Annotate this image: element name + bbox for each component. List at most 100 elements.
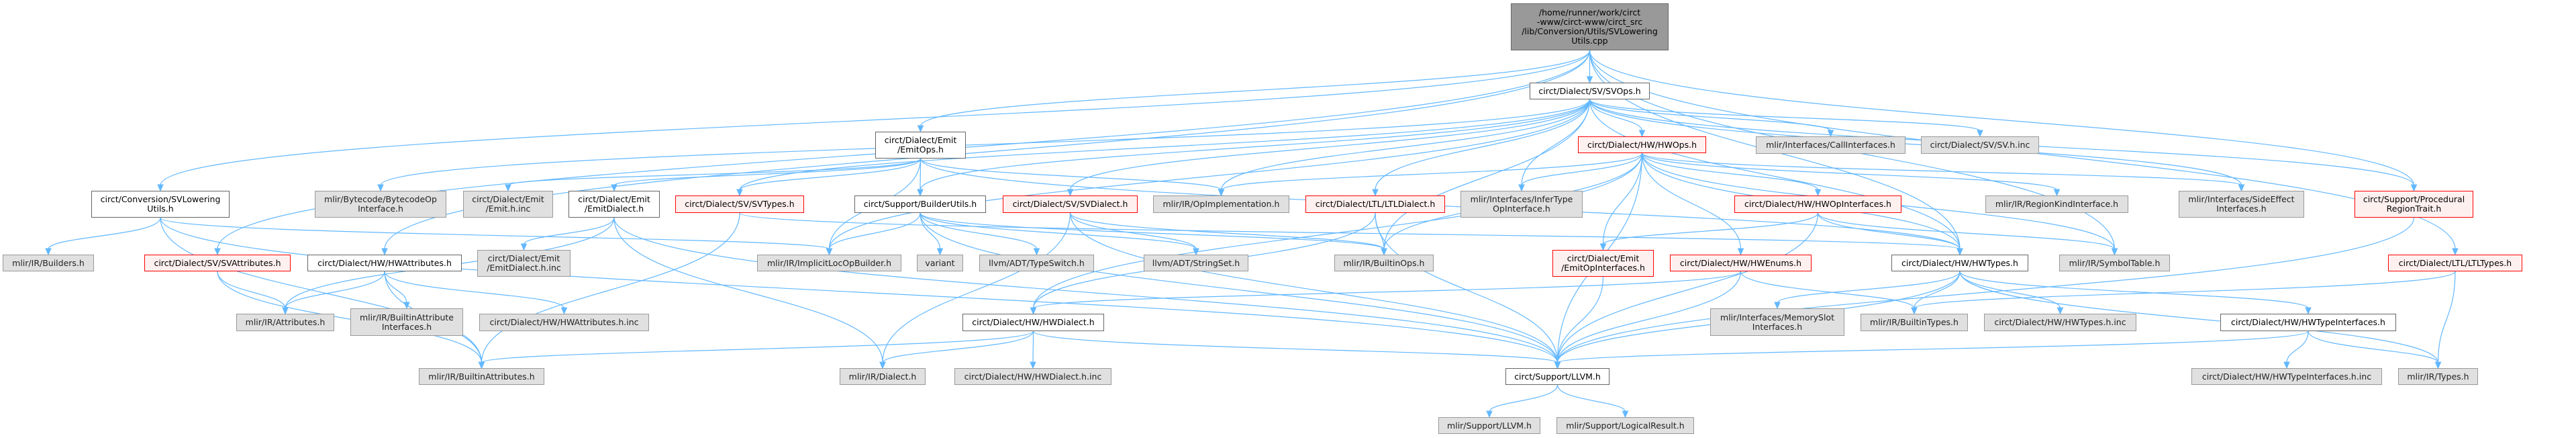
dependency-edge	[217, 271, 483, 363]
dependency-edge	[2437, 271, 2456, 363]
dependency-edge	[1069, 212, 1197, 250]
graph-node-hwenums[interactable]: circt/Dialect/HW/HWEnums.h	[1670, 255, 1812, 271]
arrowhead	[879, 361, 886, 369]
arrowhead	[1774, 302, 1781, 310]
arrowhead	[381, 248, 388, 256]
arrowhead	[1381, 248, 1387, 256]
arrowhead	[917, 125, 924, 133]
dependency-edge	[1069, 212, 1558, 363]
dependency-edge	[920, 158, 1222, 191]
graph-node-callif: mlir/Interfaces/CallInterfaces.h	[1756, 136, 1905, 154]
graph-node-ltldialect[interactable]: circt/Dialect/LTL/LTLDialect.h	[1305, 195, 1445, 213]
dependency-edge	[1069, 212, 1385, 250]
arrowhead	[1638, 130, 1646, 138]
graph-node-svlowutils[interactable]: circt/Conversion/SVLowering Utils.h	[91, 191, 230, 218]
arrowhead	[2283, 361, 2290, 369]
arrowhead	[1956, 248, 1963, 256]
node-label: circt/Dialect/Emit /EmitDialect.h.inc	[487, 253, 561, 273]
node-label: /home/runner/work/circt -www/circt-www/c…	[1522, 7, 1658, 46]
graph-node-emithinc: circt/Dialect/Emit /Emit.h.inc	[463, 191, 553, 218]
graph-node-mlirllvm: mlir/Support/LLVM.h	[1438, 417, 1540, 434]
node-label: circt/Support/LLVM.h	[1514, 371, 1601, 382]
graph-node-svtypes[interactable]: circt/Dialect/SV/SVTypes.h	[675, 195, 804, 213]
dependency-edge	[920, 212, 1385, 250]
arrowhead	[1827, 130, 1834, 138]
arrowhead	[826, 248, 833, 256]
graph-node-implicitloc: mlir/IR/ImplicitLocOpBuilder.h	[757, 255, 901, 271]
graph-node-svdialect[interactable]: circt/Dialect/SV/SVDialect.h	[1003, 195, 1138, 213]
node-label: mlir/Bytecode/BytecodeOp Interface.h	[324, 194, 437, 214]
graph-node-builtinops: mlir/IR/BuiltinOps.h	[1334, 255, 1434, 271]
graph-node-hwopif[interactable]: circt/Dialect/HW/HWOpInterfaces.h	[1734, 195, 1901, 213]
arrowhead	[2057, 307, 2064, 315]
node-label: circt/Dialect/HW/HWEnums.h	[1679, 257, 1802, 268]
dependency-edge	[1556, 212, 1819, 363]
dependency-edge	[1375, 212, 1385, 250]
graph-node-emitdialect[interactable]: circt/Dialect/Emit /EmitDialect.h	[568, 191, 660, 218]
node-label: circt/Dialect/SV/SVTypes.h	[685, 199, 795, 209]
graph-node-ltltypes[interactable]: circt/Dialect/LTL/LTLTypes.h	[2388, 255, 2522, 271]
node-label: mlir/Interfaces/InferType OpInterface.h	[1470, 194, 1573, 214]
graph-node-circtllvm[interactable]: circt/Support/LLVM.h	[1505, 368, 1609, 385]
graph-node-builtintypes: mlir/IR/BuiltinTypes.h	[1861, 314, 1968, 331]
graph-node-symtab: mlir/IR/SymbolTable.h	[2059, 255, 2170, 271]
node-label: circt/Dialect/Emit /EmitOpInterfaces.h	[1561, 253, 1645, 273]
dependency-edge	[613, 217, 1558, 363]
arrowhead	[282, 307, 289, 315]
arrowhead	[2053, 189, 2061, 197]
graph-node-svattrs[interactable]: circt/Dialect/SV/SVAttributes.h	[144, 255, 291, 271]
graph-node-hwattrs[interactable]: circt/Dialect/HW/HWAttributes.h	[307, 255, 462, 271]
dependency-edge	[1641, 152, 1819, 191]
node-label: mlir/IR/Types.h	[2407, 371, 2469, 382]
graph-node-hwops[interactable]: circt/Dialect/HW/HWOps.h	[1578, 136, 1706, 153]
arrowhead	[1586, 76, 1593, 84]
dependency-edge	[507, 158, 922, 186]
dependency-edge	[1220, 99, 1591, 191]
dependency-edge	[384, 50, 1591, 250]
graph-node-svops[interactable]: circt/Dialect/SV/SVOps.h	[1530, 83, 1650, 99]
node-label: circt/Dialect/SV/SVDialect.h	[1012, 199, 1128, 209]
graph-node-hwtypeif[interactable]: circt/Dialect/HW/HWTypeInterfaces.h	[2220, 314, 2396, 331]
graph-node-hwtypes[interactable]: circt/Dialect/HW/HWTypes.h	[1891, 255, 2028, 271]
arrowhead	[1977, 130, 1983, 138]
node-label: circt/Dialect/LTL/LTLTypes.h	[2398, 257, 2512, 268]
graph-node-builtinattrs: mlir/IR/BuiltinAttributes.h	[419, 368, 544, 385]
graph-node-root: /home/runner/work/circt -www/circt-www/c…	[1511, 3, 1669, 50]
node-label: llvm/ADT/StringSet.h	[1152, 257, 1240, 268]
node-label: circt/Support/BuilderUtils.h	[863, 199, 977, 209]
node-label: mlir/IR/BuiltinOps.h	[1343, 257, 1425, 268]
dependency-edge	[2308, 331, 2439, 363]
dependency-edge	[920, 212, 1558, 363]
arrowhead	[45, 248, 52, 256]
node-label: mlir/IR/Dialect.h	[848, 371, 917, 382]
dependency-edge	[1589, 99, 2242, 186]
dependency-edge	[1556, 384, 1626, 412]
node-label: circt/Dialect/HW/HWTypeInterfaces.h.inc	[2201, 371, 2372, 382]
dependency-edge	[1489, 384, 1558, 412]
graph-node-proctrait[interactable]: circt/Support/Procedural RegionTrait.h	[2355, 191, 2473, 218]
graph-node-infertype: mlir/Interfaces/InferType OpInterface.h	[1460, 191, 1583, 218]
arrowhead	[936, 248, 944, 256]
node-label: mlir/IR/Builders.h	[12, 257, 85, 268]
dependency-edge	[1589, 99, 1961, 250]
dependency-edge	[1220, 152, 1643, 191]
graph-node-builderutils[interactable]: circt/Support/BuilderUtils.h	[854, 195, 986, 213]
graph-node-variant: variant	[917, 255, 963, 271]
arrowhead	[1554, 361, 1561, 369]
node-label: circt/Dialect/SV/SVAttributes.h	[154, 257, 281, 268]
graph-node-hwdialect[interactable]: circt/Dialect/HW/HWDialect.h	[962, 314, 1104, 331]
node-label: circt/Dialect/HW/HWAttributes.h.inc	[489, 317, 639, 327]
dependency-edge	[481, 212, 740, 363]
node-label: mlir/Interfaces/CallInterfaces.h	[1766, 140, 1895, 150]
graph-node-emitops[interactable]: circt/Dialect/Emit /EmitOps.h	[875, 132, 966, 159]
arrowhead	[2452, 248, 2459, 256]
graph-node-sideeffect: mlir/Interfaces/SideEffect Interfaces.h	[2179, 191, 2304, 218]
dependency-edge	[828, 212, 921, 250]
dependency-edge	[1959, 271, 2309, 309]
dependency-edge	[1589, 99, 1832, 132]
node-label: circt/Dialect/Emit /EmitDialect.h	[578, 194, 650, 214]
node-label: circt/Dialect/HW/HWTypes.h	[1901, 257, 2018, 268]
arrowhead	[1030, 307, 1037, 315]
graph-node-emitopif[interactable]: circt/Dialect/Emit /EmitOpInterfaces.h	[1552, 250, 1654, 277]
